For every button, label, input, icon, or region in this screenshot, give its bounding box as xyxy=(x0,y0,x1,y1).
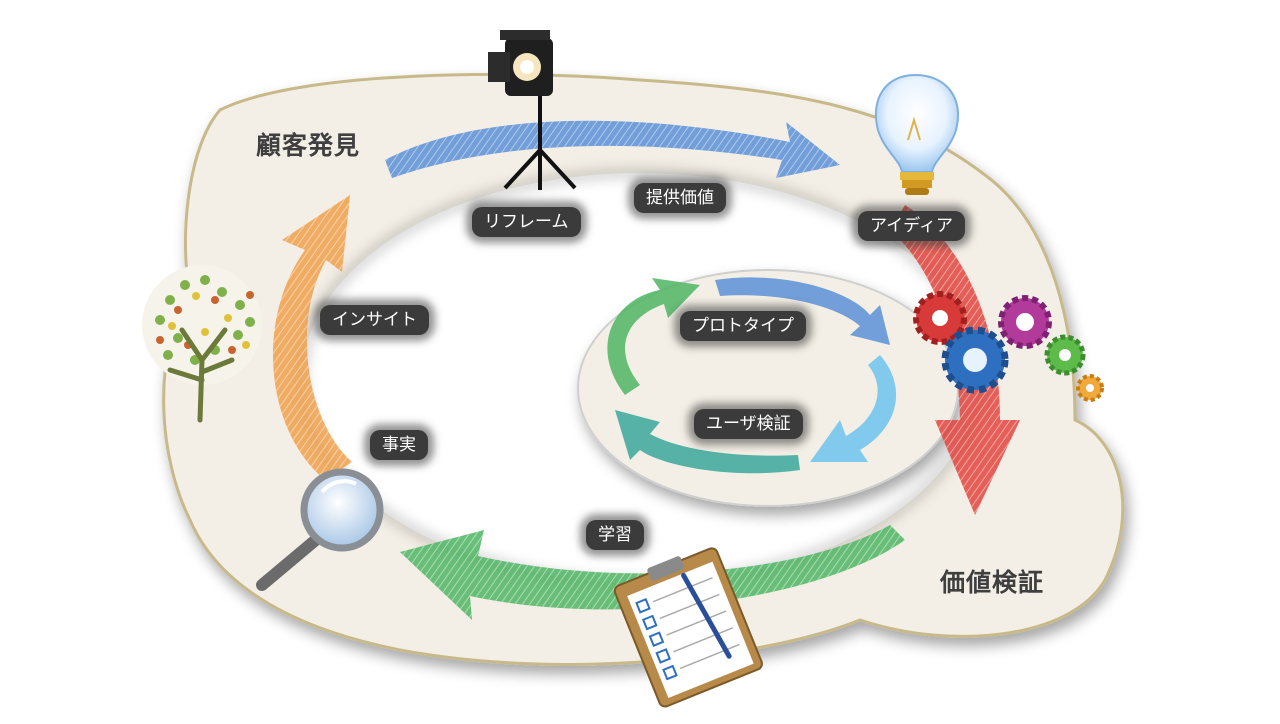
step-tag-facts: 事実 xyxy=(370,430,428,460)
clipboard-icon xyxy=(613,547,763,708)
step-tag-prototype: プロトタイプ xyxy=(680,311,806,341)
lightbulb-icon xyxy=(874,73,959,195)
step-tag-learning: 学習 xyxy=(586,520,644,550)
inner-arrow-top xyxy=(715,277,890,345)
inner-arrow-right xyxy=(810,355,897,462)
arrow-bottom xyxy=(400,525,905,620)
arrow-left xyxy=(272,195,352,480)
arrow-top xyxy=(385,120,840,178)
tree-icon xyxy=(142,265,262,423)
gears-icon xyxy=(913,291,1104,402)
step-tag-insight: インサイト xyxy=(320,305,429,335)
phase-label-value-validation: 価値検証 xyxy=(940,568,1045,597)
spotlight-icon xyxy=(488,30,577,190)
step-tag-reframe: リフレーム xyxy=(472,207,581,237)
step-tag-user-validation: ユーザ検証 xyxy=(694,409,803,439)
step-tag-idea: アイディア xyxy=(858,211,965,241)
step-tag-value-proposition: 提供価値 xyxy=(634,183,726,213)
magnifier-icon xyxy=(256,468,384,591)
inner-arrow-bottom xyxy=(615,410,800,474)
inner-arrow-left xyxy=(607,278,700,395)
phase-label-customer-discovery: 顧客発見 xyxy=(256,131,361,160)
